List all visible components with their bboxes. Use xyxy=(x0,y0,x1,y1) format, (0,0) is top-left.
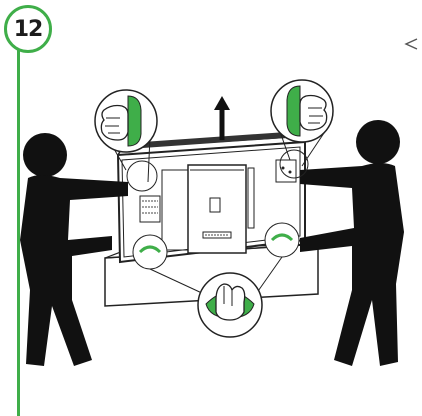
grip-callout-top-left xyxy=(94,89,158,183)
step-number: 12 xyxy=(13,16,44,42)
handle-callout-right xyxy=(264,222,300,258)
step-divider-line xyxy=(17,50,20,416)
arrow-up-icon xyxy=(214,96,230,140)
step-number-badge: 12 xyxy=(4,5,52,53)
display-panel xyxy=(116,131,306,264)
grip-callout-bottom xyxy=(197,272,263,338)
person-right xyxy=(300,120,404,366)
handle-callout-left xyxy=(132,234,168,270)
grip-callout-top-right xyxy=(270,79,334,167)
chevron-left-icon[interactable] xyxy=(403,36,419,52)
person-left xyxy=(20,133,128,366)
